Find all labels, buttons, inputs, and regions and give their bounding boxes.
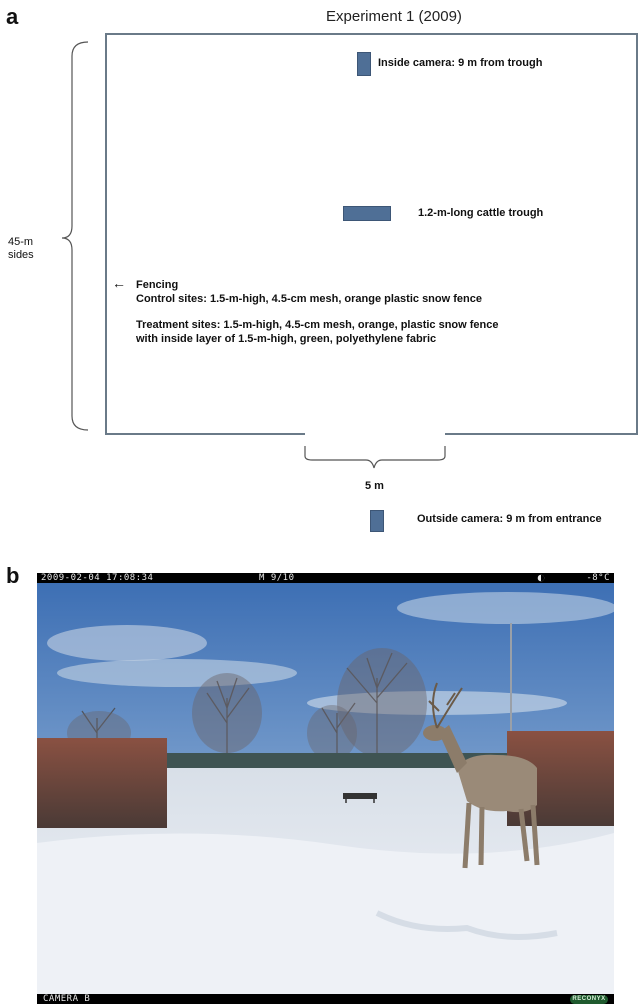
enclosure-entrance-gap bbox=[305, 430, 445, 438]
moon-phase-icon bbox=[537, 574, 545, 585]
camera-top-bar: 2009-02-04 17:08:34 M 9/10 -8°C bbox=[37, 573, 614, 583]
panel-b-letter: b bbox=[6, 563, 20, 588]
panel-a-letter: a bbox=[6, 4, 19, 29]
side-length-label: 45-m sides bbox=[8, 236, 34, 262]
temperature-readout: -8°C bbox=[586, 573, 610, 583]
camera-bottom-bar: CAMERA B RECONYX bbox=[37, 994, 614, 1004]
fencing-legend: Fencing Control sites: 1.5-m-high, 4.5-c… bbox=[136, 278, 499, 346]
outside-camera-label: Outside camera: 9 m from entrance bbox=[417, 513, 602, 525]
trail-camera-photo: 2009-02-04 17:08:34 M 9/10 -8°C bbox=[37, 573, 614, 1004]
timestamp: 2009-02-04 17:08:34 bbox=[41, 573, 154, 583]
cattle-trough-label: 1.2-m-long cattle trough bbox=[418, 207, 544, 219]
entrance-width-label: 5 m bbox=[365, 480, 384, 492]
cattle-trough-marker bbox=[343, 206, 391, 221]
side-length-unit: sides bbox=[8, 249, 34, 262]
outside-camera-marker bbox=[370, 510, 384, 532]
experiment-title: Experiment 1 (2009) bbox=[326, 8, 462, 25]
side-bracket bbox=[61, 41, 89, 431]
frame-counter: M 9/10 bbox=[259, 573, 295, 583]
scene-image bbox=[37, 583, 614, 994]
side-length-value: 45-m bbox=[8, 236, 34, 248]
inside-camera-marker bbox=[357, 52, 371, 76]
camera-name: CAMERA B bbox=[43, 994, 91, 1004]
entrance-brace bbox=[304, 446, 446, 469]
inside-camera-label: Inside camera: 9 m from trough bbox=[378, 57, 543, 69]
enclosure-outline bbox=[105, 33, 638, 435]
reconyx-logo: RECONYX bbox=[570, 995, 608, 1004]
treatment-sites-line2: with inside layer of 1.5-m-high, green, … bbox=[136, 333, 437, 346]
fencing-arrow: ← bbox=[112, 275, 126, 291]
fencing-title: Fencing bbox=[136, 279, 179, 291]
treatment-sites-line1: Treatment sites: 1.5-m-high, 4.5-cm mesh… bbox=[136, 319, 499, 332]
control-sites-text: Control sites: 1.5-m-high, 4.5-cm mesh, … bbox=[136, 293, 482, 306]
